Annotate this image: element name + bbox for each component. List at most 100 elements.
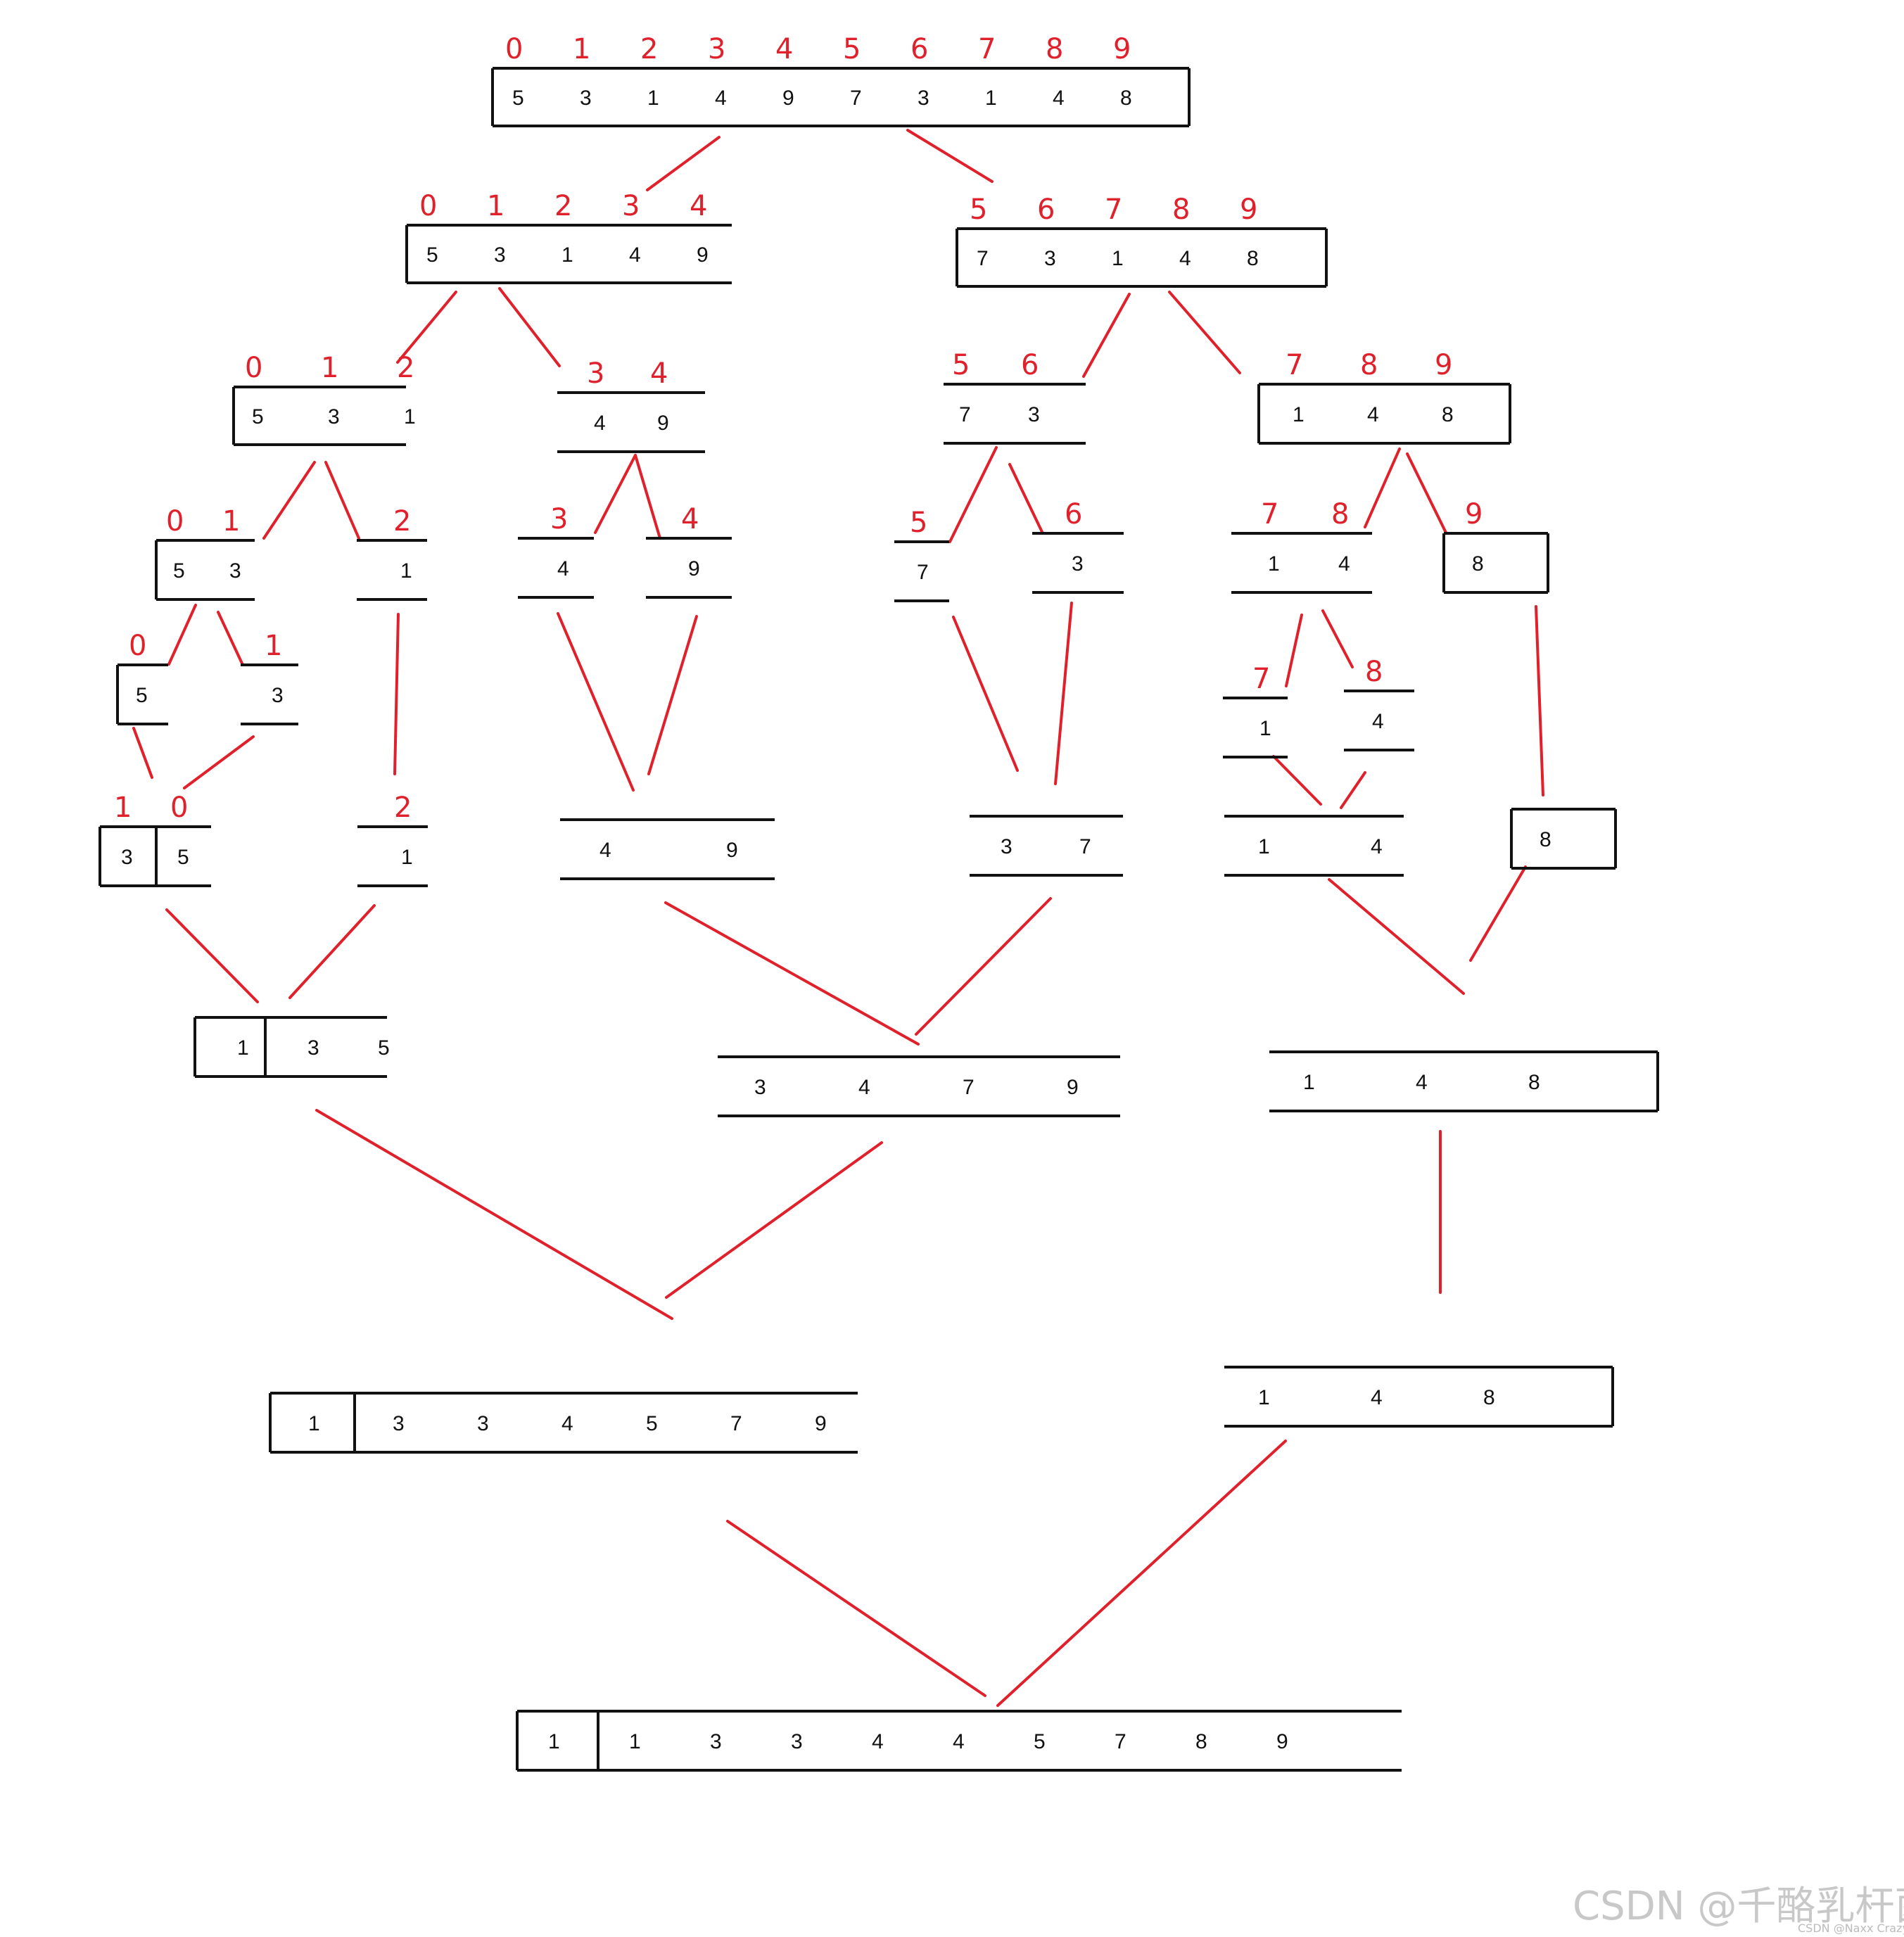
array-value: 7 xyxy=(850,87,862,110)
array-index: 5 xyxy=(910,507,927,539)
connector-line xyxy=(1469,865,1527,962)
array-index: 4 xyxy=(775,33,793,65)
connector-line xyxy=(132,727,153,779)
array-index: 6 xyxy=(1037,193,1055,226)
array-value: 3 xyxy=(328,405,340,428)
connector-line xyxy=(167,604,197,666)
array-value: 4 xyxy=(1338,552,1350,576)
array-index: 4 xyxy=(681,503,699,535)
array-index: 0 xyxy=(245,352,262,384)
connector-line xyxy=(1272,755,1322,806)
array-value: 9 xyxy=(688,557,700,580)
array-value: 7 xyxy=(917,561,929,584)
array-value: 3 xyxy=(307,1036,319,1060)
array-index: 4 xyxy=(690,190,707,222)
array-value: 1 xyxy=(548,1730,560,1753)
array-value: 1 xyxy=(237,1036,249,1060)
connector-line xyxy=(1054,602,1073,785)
array-value: 4 xyxy=(599,839,611,862)
array-value: 9 xyxy=(782,87,794,110)
array-node-n0: 50 xyxy=(116,630,168,725)
connector-line xyxy=(1364,447,1401,528)
array-value: 3 xyxy=(580,87,592,110)
connector-line xyxy=(1082,293,1131,378)
array-node-n78: 1 4 7 8 xyxy=(1231,498,1372,594)
array-index: 7 xyxy=(1105,193,1122,226)
array-index: 7 xyxy=(1252,663,1270,695)
connector-line xyxy=(393,613,400,775)
array-node-n9: 89 xyxy=(1442,498,1549,594)
array-index: 1 xyxy=(487,190,504,222)
array-node-n2: 12 xyxy=(357,505,427,601)
connector-line xyxy=(262,461,316,540)
array-index: 1 xyxy=(265,630,282,662)
array-value: 5 xyxy=(173,559,185,583)
array-value: 3 xyxy=(477,1412,489,1435)
array-value: 4 xyxy=(1372,710,1384,733)
array-value: 4 xyxy=(1053,87,1065,110)
array-index: 0 xyxy=(170,792,188,824)
array-value: 1 xyxy=(629,1730,641,1753)
array-node-n3: 43 xyxy=(518,503,594,599)
array-value: 1 xyxy=(400,559,412,583)
array-value: 9 xyxy=(726,839,738,862)
connector-line xyxy=(1168,291,1241,374)
array-index: 2 xyxy=(554,190,572,222)
array-value: 3 xyxy=(1028,403,1040,426)
array-value: 7 xyxy=(959,403,971,426)
array-index: 7 xyxy=(1261,498,1278,531)
connector-line xyxy=(996,1440,1287,1707)
array-value: 3 xyxy=(791,1730,803,1753)
connector-line xyxy=(1285,614,1303,687)
array-index: 0 xyxy=(129,630,146,662)
connector-line xyxy=(1328,878,1465,995)
connector-line xyxy=(1008,463,1043,533)
connector-line xyxy=(1340,771,1366,809)
array-value: 4 xyxy=(557,557,569,580)
array-value: 1 xyxy=(1268,552,1280,576)
array-value: 7 xyxy=(730,1412,742,1435)
array-value: 4 xyxy=(1371,835,1383,858)
array-value: 3 xyxy=(710,1730,722,1753)
array-value: 1 xyxy=(1259,717,1271,740)
array-index: 0 xyxy=(505,33,523,65)
connector-line xyxy=(952,616,1019,772)
array-index: 8 xyxy=(1331,498,1349,531)
watermark-small: CSDN @Naxx Crazy xyxy=(1798,1922,1904,1935)
array-index: 1 xyxy=(321,352,338,384)
array-index: 8 xyxy=(1360,349,1378,381)
array-value: 1 xyxy=(647,87,659,110)
array-value: 1 xyxy=(1293,403,1305,426)
array-index: 7 xyxy=(1286,349,1303,381)
connector-line xyxy=(594,454,637,534)
array-index: 9 xyxy=(1435,349,1452,381)
connector-line xyxy=(498,287,561,367)
array-index: 1 xyxy=(114,792,132,824)
array-value: 4 xyxy=(715,87,727,110)
array-node-n5: 75 xyxy=(894,507,949,602)
array-value: 5 xyxy=(252,405,264,428)
array-value: 1 xyxy=(401,846,413,869)
connector-line xyxy=(1321,609,1354,668)
connector-line xyxy=(664,901,920,1046)
connector-line xyxy=(1535,605,1544,796)
array-value: 3 xyxy=(1001,835,1013,858)
array-value: 1 xyxy=(404,405,416,428)
array-value: 5 xyxy=(136,684,148,707)
array-value: 1 xyxy=(308,1412,320,1435)
array-value: 4 xyxy=(953,1730,965,1753)
array-node-n4: 94 xyxy=(646,503,732,599)
array-value: 8 xyxy=(1442,403,1454,426)
array-value: 5 xyxy=(426,243,438,267)
array-value: 3 xyxy=(229,559,241,583)
array-value: 8 xyxy=(1247,247,1259,270)
connector-line xyxy=(396,291,457,364)
array-value: 4 xyxy=(561,1412,573,1435)
